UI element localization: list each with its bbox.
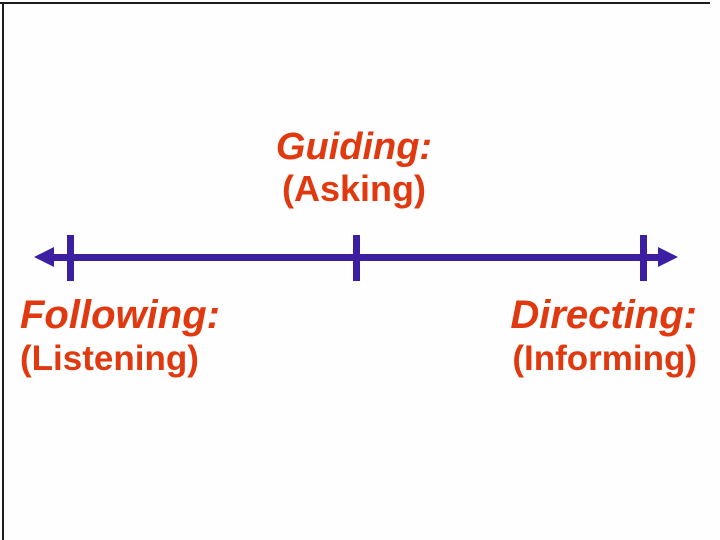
following-title: Following: (20, 293, 220, 337)
left-tick (67, 235, 74, 281)
slide-left-border (2, 2, 4, 540)
guiding-subtitle: (Asking) (282, 168, 426, 209)
following-subtitle: (Listening) (20, 339, 199, 378)
right-arrowhead-icon (658, 247, 678, 267)
left-arrowhead-icon (34, 247, 54, 267)
directing-label-block: Directing: (Informing) (510, 293, 697, 379)
directing-title: Directing: (510, 293, 697, 337)
slide-top-border (0, 2, 710, 4)
center-tick (353, 235, 360, 281)
guiding-title: Guiding: (275, 126, 433, 168)
following-label-block: Following: (Listening) (20, 293, 220, 379)
right-tick (640, 235, 647, 281)
guiding-label-block: Guiding: (Asking) (276, 126, 432, 210)
directing-subtitle: (Informing) (512, 339, 697, 378)
